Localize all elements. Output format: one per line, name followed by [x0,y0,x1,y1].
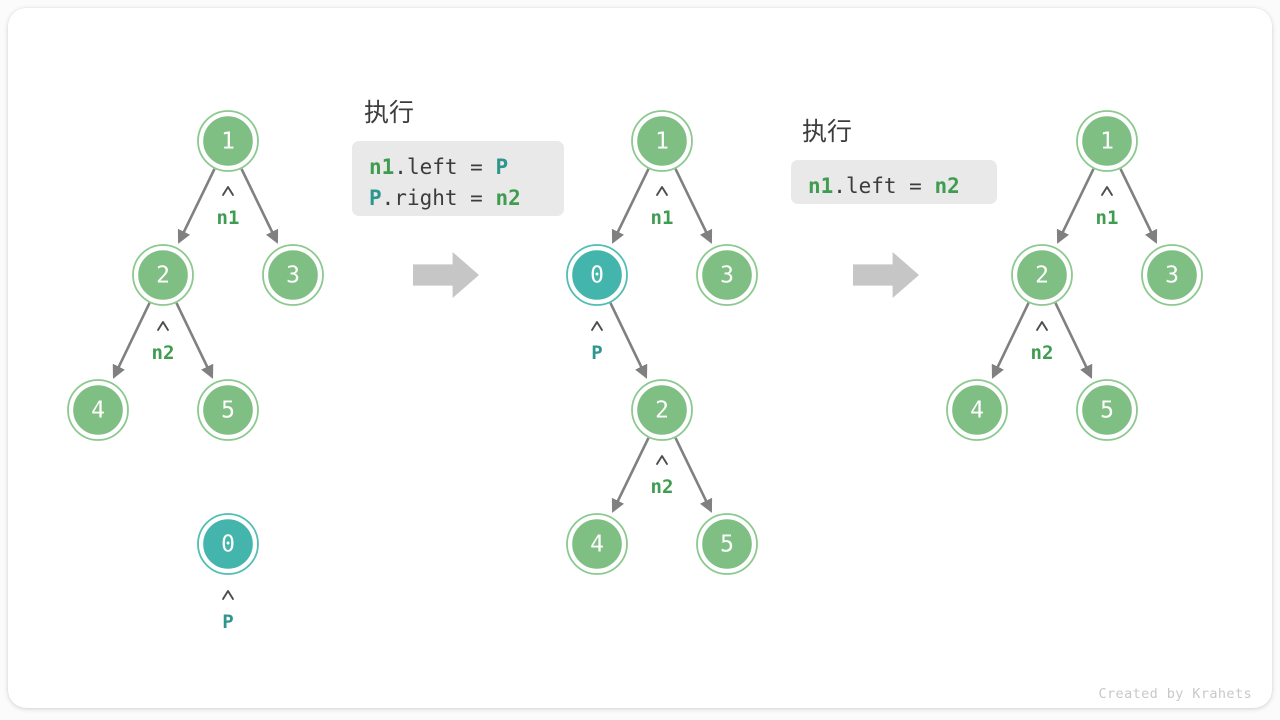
tree-node[interactable]: 1 [197,110,259,172]
block-arrow-2 [853,252,919,298]
tree-node[interactable]: 3 [1141,244,1203,306]
tree-edge [611,168,650,244]
code-line: n1.left = P [369,152,547,183]
tree-node-value: 2 [1035,263,1049,289]
pointer-name: n2 [1031,342,1054,364]
tree-edge [1119,168,1158,244]
tree-node-value: 3 [720,263,734,289]
pointer-name: n1 [217,207,240,229]
tree-node-value: 4 [590,532,604,558]
code-token: .left = [394,155,496,179]
tree-edge [674,168,713,244]
tree-node[interactable]: 2 [631,379,693,441]
code-token: P [369,186,382,210]
caret-icon [222,186,234,196]
tree-node[interactable]: 3 [696,244,758,306]
tree-node-value: 3 [286,263,300,289]
tree-node-value: 5 [1100,398,1114,424]
node-pointer-label: P [591,321,603,364]
caret-icon [222,590,234,600]
tree-edge [1056,168,1095,244]
flow-arrows-layer [413,252,919,298]
tree-node-value: 0 [590,263,604,289]
tree-edge [674,437,713,513]
tree-node-value: 5 [720,532,734,558]
code-token: .left = [833,174,935,198]
code-token: n1 [369,155,395,179]
tree-node[interactable]: 4 [67,379,129,441]
step-title: 执行 [364,98,415,127]
tree-node-value: 1 [655,129,669,155]
block-arrow-1 [413,252,479,298]
tree-edge [112,302,151,379]
caret-icon [157,321,169,331]
tree-node-value: 3 [1165,263,1179,289]
step-title: 执行 [802,117,853,146]
code-line: n1.left = n2 [808,171,980,202]
tree-edge [1054,302,1093,379]
caret-icon [656,186,668,196]
tree-node-value: 2 [156,263,170,289]
node-pointer-label: n2 [1031,321,1054,364]
pointer-name: n1 [651,207,674,229]
caret-icon [656,455,668,465]
node-pointer-label: n1 [651,186,674,229]
pointer-name: P [222,611,233,633]
node-pointer-label: P [222,590,234,633]
tree-node[interactable]: 2 [132,244,194,306]
node-pointer-label: n2 [651,455,674,498]
tree-edges-layer [112,168,1158,513]
tree-node[interactable]: 0 [566,244,628,306]
tree-node[interactable]: 5 [1076,379,1138,441]
pointer-name: n1 [1096,207,1119,229]
tree-node[interactable]: 1 [631,110,693,172]
tree-node-value: 4 [970,398,984,424]
tree-edge [175,302,214,379]
tree-nodes-layer: 1 2 3 4 5 0 1 0 3 2 4 5 1 2 3 4 5 [67,110,1203,575]
code-token: n2 [495,186,521,210]
tree-node-value: 2 [655,398,669,424]
code-token: P [495,155,509,179]
pointer-name: n2 [651,476,674,498]
tree-node[interactable]: 4 [946,379,1008,441]
tree-edge [991,302,1030,379]
tree-node[interactable]: 3 [262,244,324,306]
tree-node-value: 0 [221,532,235,558]
code-token: .right = [381,186,496,210]
tree-edge [240,168,279,244]
caret-icon [591,321,603,331]
caret-icon [1036,321,1048,331]
tree-node-value: 1 [221,129,235,155]
tree-edge [609,302,648,379]
code-line: P.right = n2 [369,183,547,214]
pointer-name: n2 [152,342,175,364]
tree-node[interactable]: 5 [197,379,259,441]
tree-node[interactable]: 5 [696,513,758,575]
code-snippet-box: n1.left = n2 [791,160,997,204]
tree-node[interactable]: 2 [1011,244,1073,306]
node-pointer-label: n2 [152,321,175,364]
code-token: n1 [808,174,834,198]
tree-node-value: 1 [1100,129,1114,155]
credit-label: Created by Krahets [1098,686,1252,702]
tree-node[interactable]: 1 [1076,110,1138,172]
code-token: n2 [934,174,960,198]
tree-edge [177,168,216,244]
caret-icon [1101,186,1113,196]
pointer-name: P [591,342,602,364]
tree-node-value: 5 [221,398,235,424]
tree-node[interactable]: 4 [566,513,628,575]
tree-node-value: 4 [91,398,105,424]
node-pointer-label: n1 [1096,186,1119,229]
node-pointer-label: n1 [217,186,240,229]
tree-edge [611,437,650,513]
tree-node[interactable]: 0 [197,513,259,575]
